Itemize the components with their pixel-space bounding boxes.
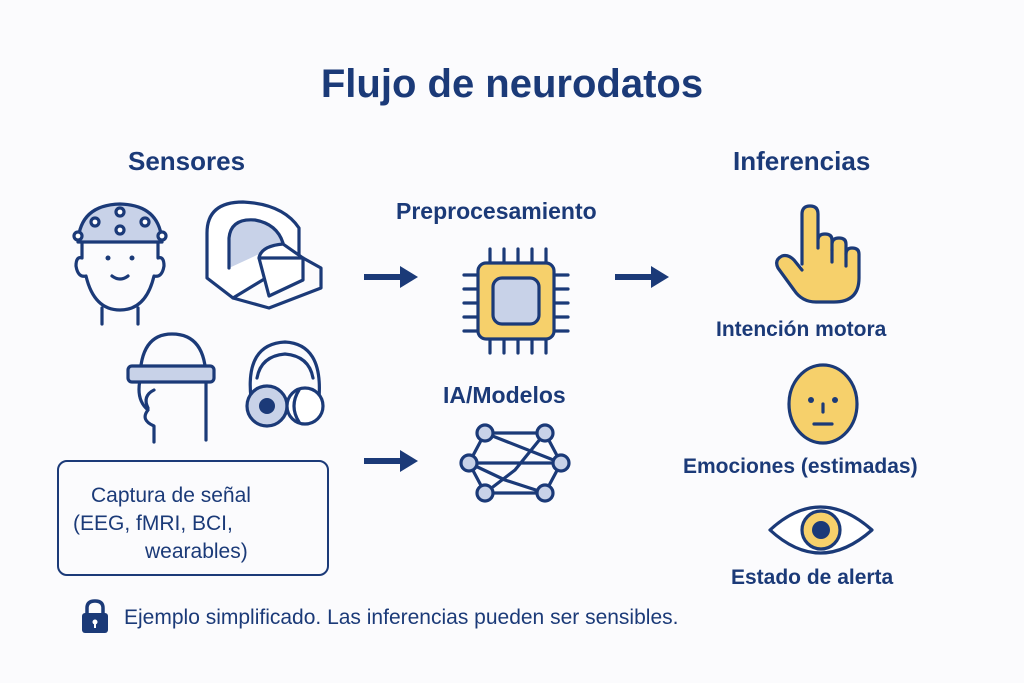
sensors-heading: Sensores xyxy=(128,146,246,176)
eye-icon xyxy=(768,505,874,555)
inference-label-alert: Estado de alerta xyxy=(731,566,894,589)
mri-scanner-icon xyxy=(205,200,323,310)
arrow-right-icon xyxy=(364,450,418,472)
box-line-2: (EEG, fMRI, BCI, xyxy=(73,512,233,535)
processor-chip-icon xyxy=(462,247,570,355)
signal-capture-box: Captura de señal (EEG, fMRI, BCI, wearab… xyxy=(57,460,329,576)
inference-label-emotions: Emociones (estimadas) xyxy=(683,455,918,478)
lock-icon xyxy=(82,599,108,633)
headphones-icon xyxy=(245,340,325,428)
pointing-hand-icon xyxy=(775,204,861,304)
footer-note: Ejemplo simplificado. Las inferencias pu… xyxy=(124,606,679,629)
page-title: Flujo de neurodatos xyxy=(320,62,704,106)
neural-network-icon xyxy=(459,423,571,503)
inference-label-motor: Intención motora xyxy=(716,318,887,341)
neutral-face-icon xyxy=(787,363,859,445)
arrow-right-icon xyxy=(615,266,669,288)
box-line-1: Captura de señal xyxy=(91,484,251,507)
models-label: IA/Modelos xyxy=(443,382,566,408)
eeg-cap-head-icon xyxy=(72,202,168,326)
inferences-heading: Inferencias xyxy=(733,146,871,176)
headband-head-icon xyxy=(126,332,216,444)
box-line-3: wearables) xyxy=(145,540,248,563)
arrow-right-icon xyxy=(364,266,418,288)
preprocessing-label: Preprocesamiento xyxy=(396,198,597,224)
